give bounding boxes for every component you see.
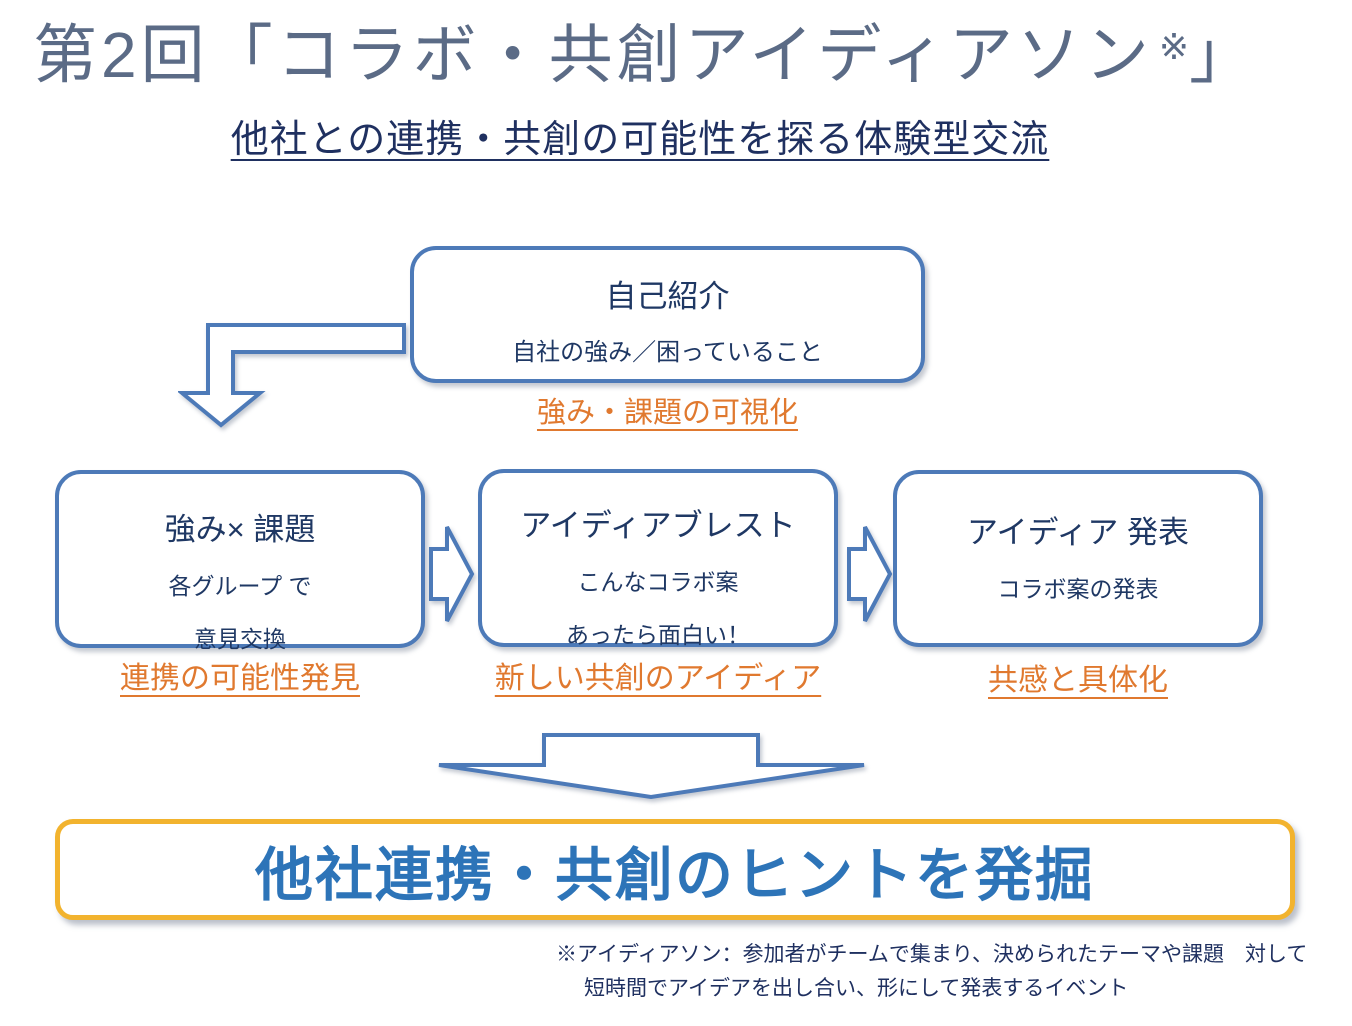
title-note-mark: ※	[1158, 26, 1190, 67]
intro-box-title: 自己紹介	[605, 279, 730, 314]
result-text: 他社連携・共創のヒントを発掘	[254, 842, 1095, 908]
step-1-caption: 連携の可能性発見	[120, 662, 360, 695]
intro-box-body: 自社の強み／困っていること	[512, 339, 823, 366]
wide-down-arrow-icon	[438, 733, 865, 800]
page-subtitle: 他社との連携・共創の可能性を探る体験型交流	[230, 119, 1050, 161]
step-2-line2: あったら面白い！	[566, 622, 750, 648]
step-1-line2: 意見交換	[194, 626, 286, 652]
page-title-main: 第2回「コラボ・共創アイディアソン	[33, 19, 1153, 91]
step-box-1: 強み× 課題 各グループ で 意見交換	[55, 470, 425, 652]
step-3-title: アイディア 発表	[967, 515, 1189, 550]
step-1-title: 強み× 課題	[164, 512, 316, 547]
step-3-caption: 共感と具体化	[988, 664, 1168, 697]
step-1-line1: 各グループ で	[168, 573, 312, 599]
result-banner: 他社連携・共創のヒントを発掘	[55, 819, 1295, 920]
step-2-line1: こんなコラボ案	[577, 569, 739, 595]
footnote-line-2: 短時間でアイデアを出し合い、形にして発表するイベント	[584, 977, 1129, 1000]
title-closing-bracket: 」	[1189, 19, 1254, 91]
intro-caption: 強み・課題の可視化	[536, 397, 798, 429]
footnote: ※アイディアソン：参加者がチームで集まり、決められたテーマや課題 対して 短時間…	[556, 938, 1346, 1006]
elbow-down-arrow-icon	[178, 323, 406, 428]
step-2-title: アイディアブレスト	[520, 508, 796, 543]
right-arrow-icon	[847, 526, 893, 622]
step-box-3: アイディア 発表 コラボ案の発表	[893, 470, 1263, 647]
step-3-line1: コラボ案の発表	[997, 576, 1159, 602]
footnote-line-1: ※アイディアソン：参加者がチームで集まり、決められたテーマや課題 対して	[556, 943, 1308, 966]
right-arrow-icon	[429, 526, 475, 622]
intro-box: 自己紹介 自社の強み／困っていること	[410, 246, 925, 383]
page-title: 第2回「コラボ・共創アイディアソン※」	[33, 4, 1333, 96]
step-box-2: アイディアブレスト こんなコラボ案 あったら面白い！	[478, 469, 838, 648]
step-2-caption: 新しい共創のアイディア	[494, 662, 822, 695]
